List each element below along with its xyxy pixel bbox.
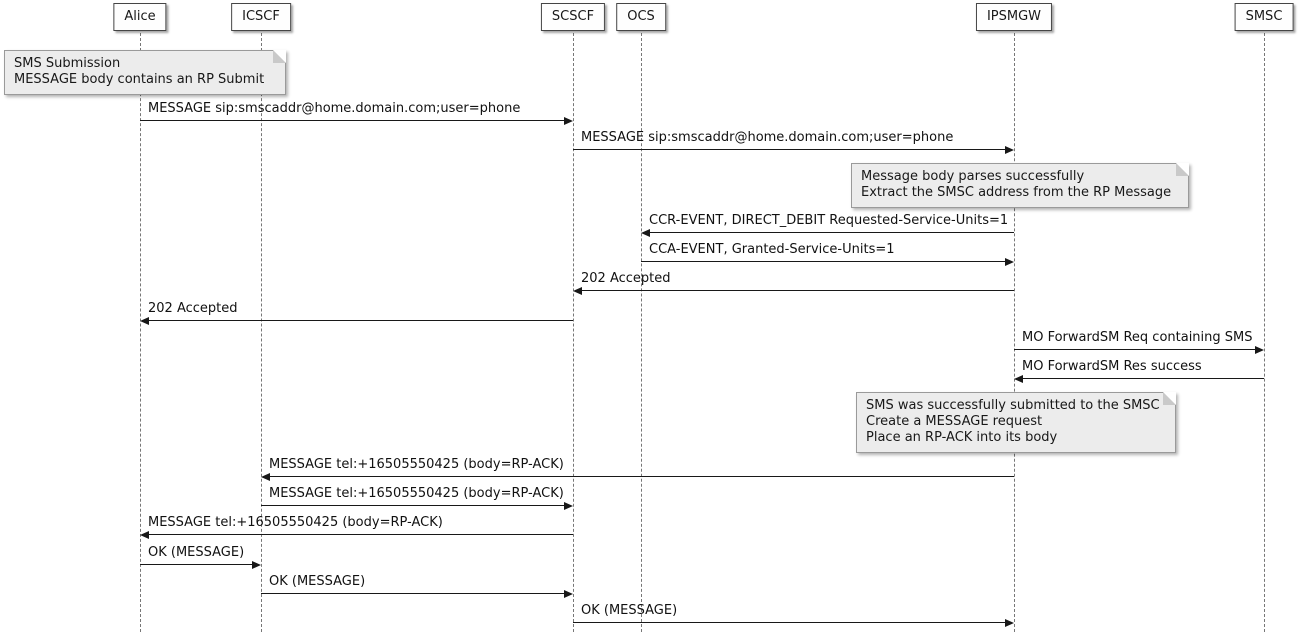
lifeline-ocs — [641, 28, 642, 632]
arrow-head-icon — [140, 531, 149, 539]
note-line: Create a MESSAGE request — [866, 414, 1043, 429]
message-line — [148, 320, 573, 321]
arrow-head-icon — [641, 229, 650, 237]
arrow-head-icon — [564, 502, 573, 510]
message-label: MESSAGE tel:+16505550425 (body=RP-ACK) — [148, 515, 443, 530]
participant-box-alice: Alice — [113, 3, 167, 31]
message-line — [581, 290, 1014, 291]
message-label: MO ForwardSM Req containing SMS — [1022, 330, 1253, 345]
arrow-head-icon — [573, 287, 582, 295]
lifeline-icscf — [261, 28, 262, 632]
message-label: CCA-EVENT, Granted-Service-Units=1 — [649, 242, 895, 257]
message-label: CCR-EVENT, DIRECT_DEBIT Requested-Servic… — [649, 213, 1009, 228]
arrow-head-icon — [140, 317, 149, 325]
participant-box-smsc: SMSC — [1234, 3, 1294, 31]
message-line — [140, 120, 565, 121]
arrow-head-icon — [1005, 146, 1014, 154]
message-line — [261, 505, 565, 506]
arrow-head-icon — [1005, 258, 1014, 266]
lifeline-smsc — [1264, 28, 1265, 632]
arrow-head-icon — [261, 473, 270, 481]
lifeline-alice — [140, 28, 141, 632]
arrow-head-icon — [564, 590, 573, 598]
message-label: MESSAGE tel:+16505550425 (body=RP-ACK) — [269, 486, 564, 501]
note-line: MESSAGE body contains an RP Submit — [14, 72, 265, 87]
note-line: Message body parses successfully — [861, 169, 1085, 184]
participant-box-scscf: SCSCF — [540, 3, 606, 31]
note-line: SMS Submission — [14, 56, 121, 71]
message-line — [261, 593, 565, 594]
note: SMS was successfully submitted to the SM… — [856, 392, 1176, 453]
arrow-head-icon — [564, 117, 573, 125]
message-line — [1022, 378, 1264, 379]
message-line — [1014, 349, 1256, 350]
arrow-head-icon — [1255, 346, 1264, 354]
message-line — [573, 622, 1006, 623]
message-label: MO ForwardSM Res success — [1022, 359, 1202, 374]
message-label: 202 Accepted — [148, 301, 238, 316]
message-line — [573, 149, 1006, 150]
message-line — [140, 564, 253, 565]
arrow-head-icon — [1005, 619, 1014, 627]
message-line — [649, 232, 1014, 233]
message-label: OK (MESSAGE) — [269, 574, 366, 589]
message-label: MESSAGE tel:+16505550425 (body=RP-ACK) — [269, 457, 564, 472]
message-label: OK (MESSAGE) — [148, 545, 245, 560]
lifeline-ipsmgw — [1014, 28, 1015, 632]
message-label: OK (MESSAGE) — [581, 603, 678, 618]
note-line: Place an RP-ACK into its body — [866, 430, 1058, 445]
arrow-head-icon — [252, 561, 261, 569]
participant-box-ipsmgw: IPSMGW — [975, 3, 1053, 31]
message-label: 202 Accepted — [581, 271, 671, 286]
message-line — [641, 261, 1006, 262]
lifeline-scscf — [573, 28, 574, 632]
note-line: SMS was successfully submitted to the SM… — [866, 398, 1160, 413]
message-line — [269, 476, 1014, 477]
message-line — [148, 534, 573, 535]
arrow-head-icon — [1014, 375, 1023, 383]
note-line: Extract the SMSC address from the RP Mes… — [861, 185, 1172, 200]
participant-box-ocs: OCS — [616, 3, 666, 31]
message-label: MESSAGE sip:smscaddr@home.domain.com;use… — [148, 101, 521, 116]
message-label: MESSAGE sip:smscaddr@home.domain.com;use… — [581, 130, 954, 145]
participant-box-icscf: ICSCF — [231, 3, 291, 31]
